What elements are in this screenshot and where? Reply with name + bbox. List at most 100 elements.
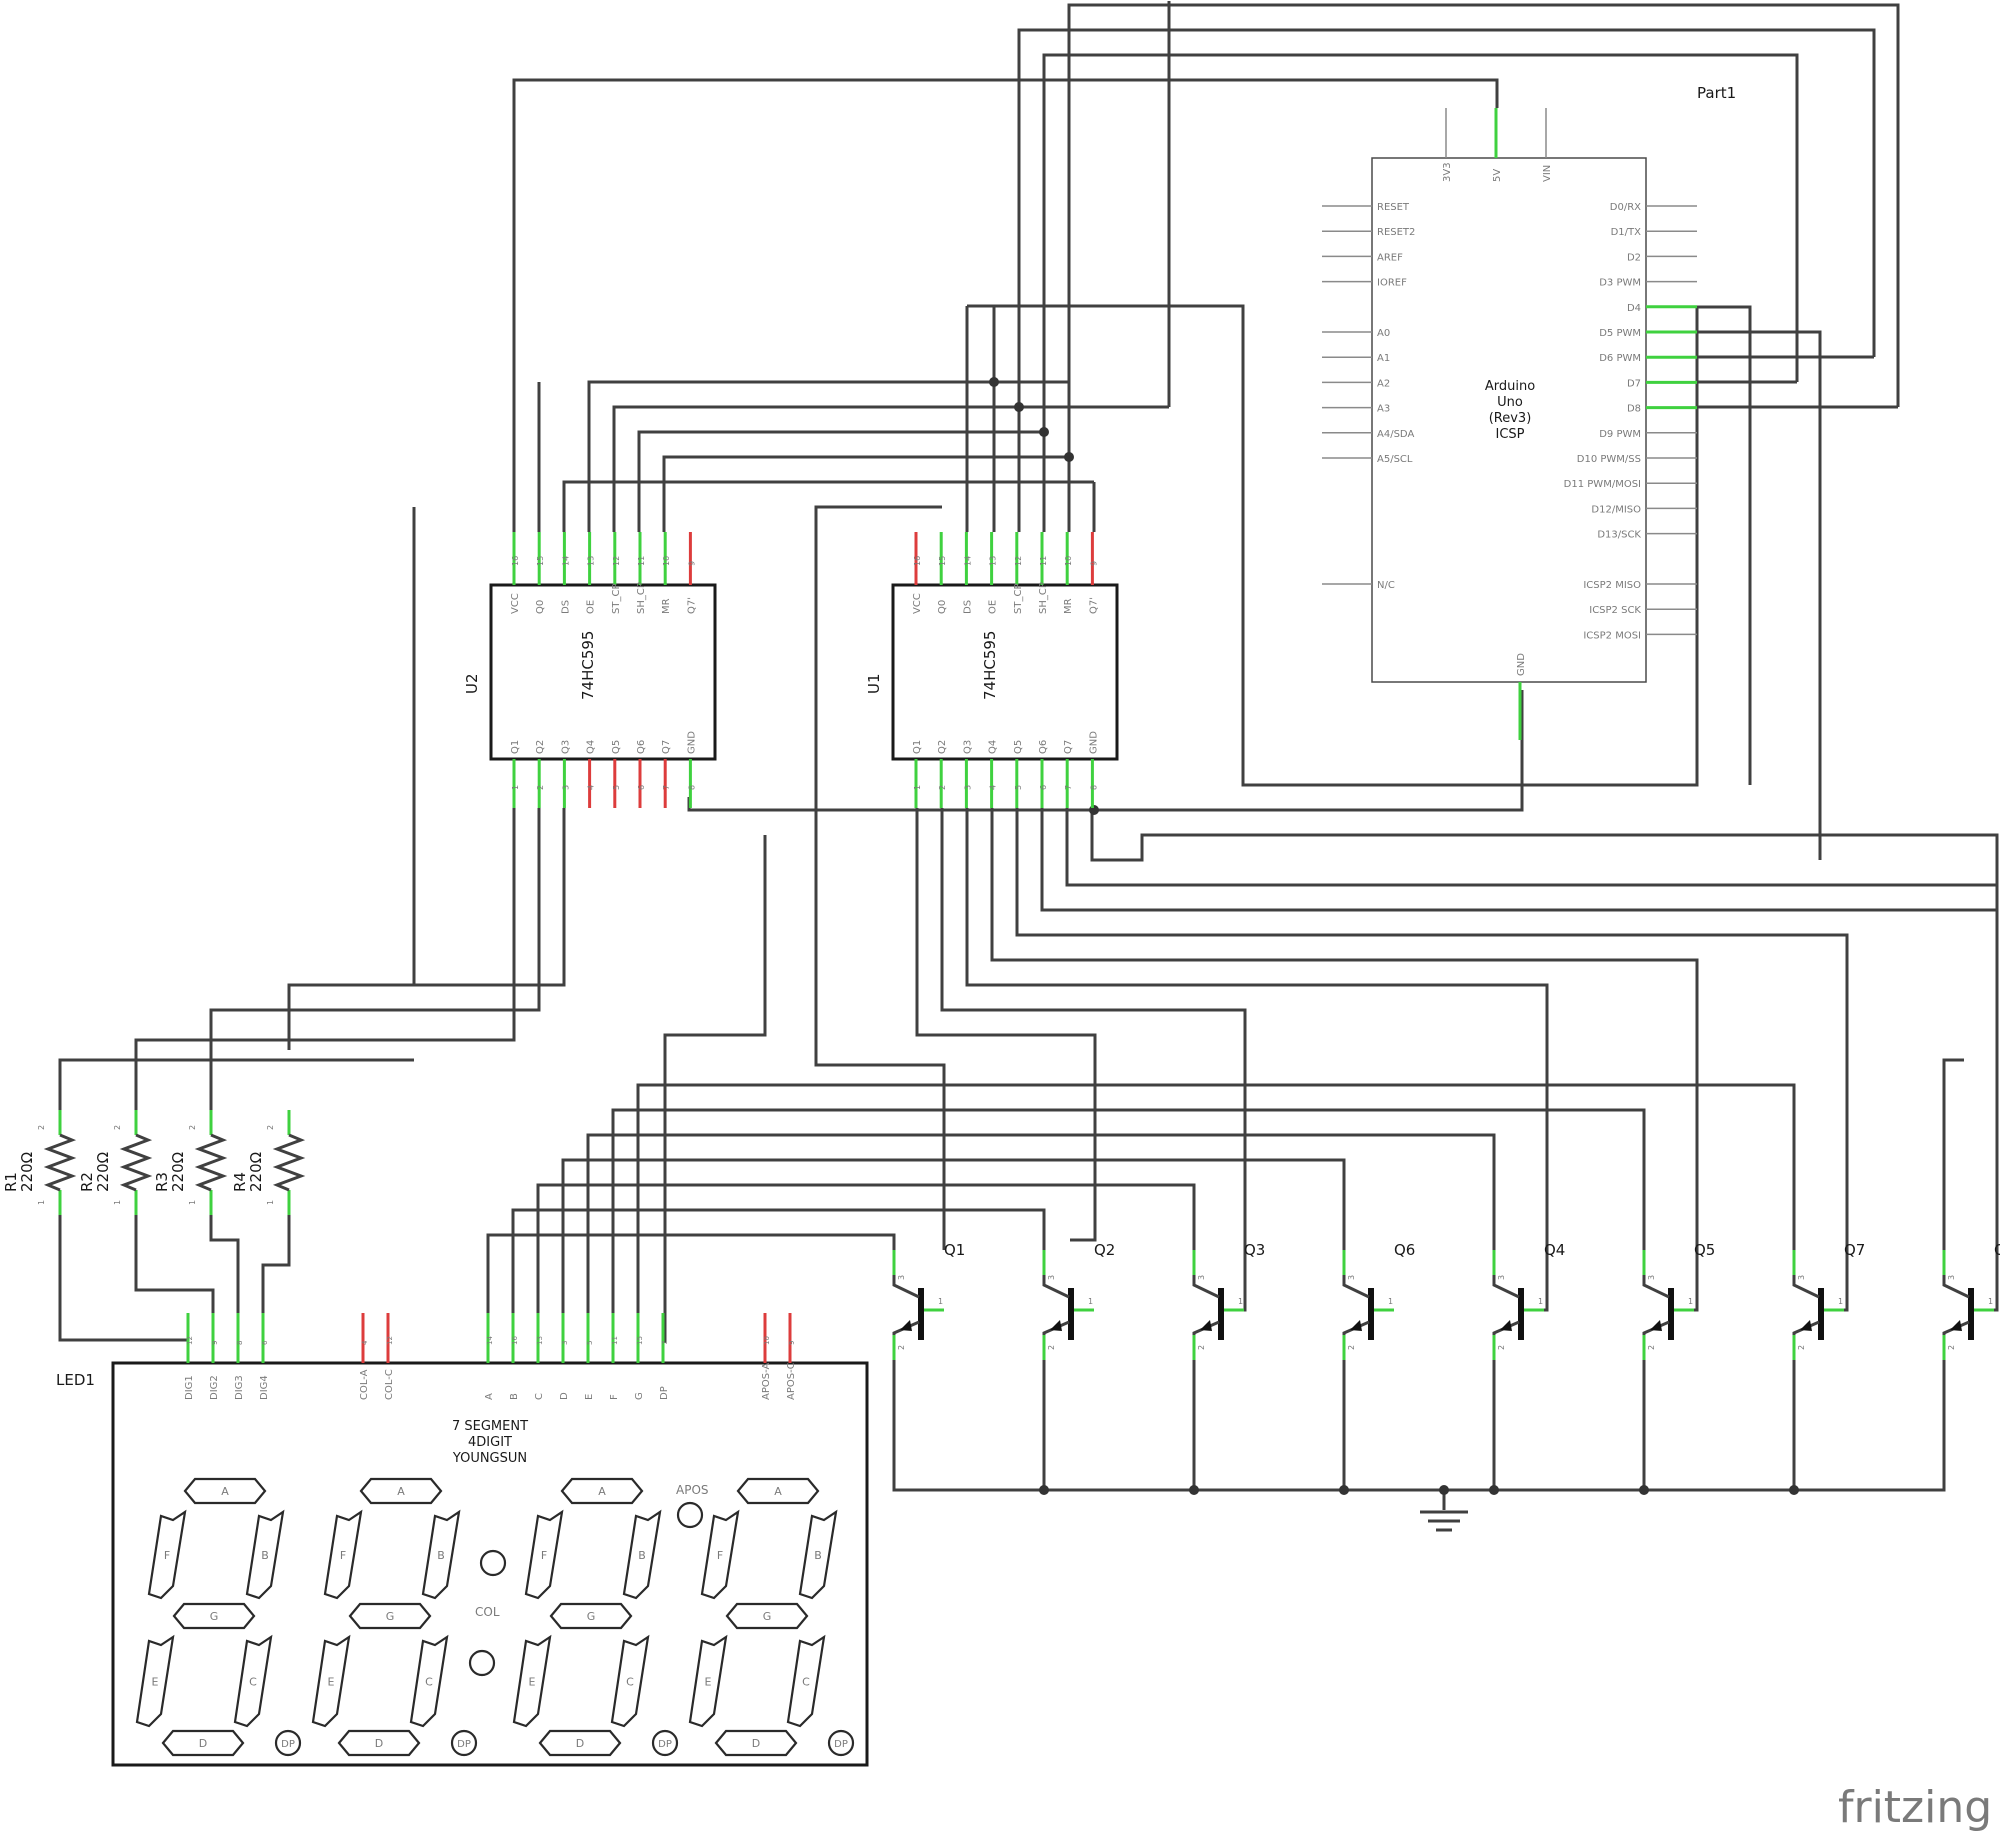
ic-bottom-pin-number: 4 [587, 785, 596, 790]
transistor-pin-number: 2 [1497, 1345, 1506, 1350]
arduino-left-pin-label: RESET2 [1377, 227, 1415, 238]
resistor-value-label: 220Ω [94, 1152, 112, 1192]
ic-top-pin-number: 10 [1064, 556, 1073, 566]
ic-ref-label: U1 [865, 673, 883, 694]
segment-d [538, 1729, 622, 1757]
arduino-right-pin-label: D13/SCK [1597, 530, 1641, 541]
transistor-pin-number: 2 [1797, 1345, 1806, 1350]
resistor-ref-label: R3 [153, 1172, 171, 1192]
ic-bottom-pin-label: Q6 [636, 740, 647, 754]
fritzing-watermark: fritzing [1838, 1782, 1992, 1833]
display-pin-number: 9 [788, 1341, 796, 1345]
arduino-left-pin-label: A3 [1377, 404, 1390, 415]
segment-label: E [328, 1676, 335, 1689]
segment-a [359, 1477, 443, 1505]
ic-top-pin-label: Q7' [686, 597, 697, 614]
segment-label: D [576, 1737, 584, 1750]
resistor-pin-number: 2 [37, 1125, 46, 1130]
ic-bottom-pin-number: 8 [1089, 785, 1098, 790]
arduino-left-pin-label: AREF [1377, 252, 1403, 263]
arduino-right-pin-label: D1/TX [1611, 227, 1642, 238]
display-pin-number: 13 [536, 1336, 544, 1345]
segment-label: DP [658, 1739, 672, 1750]
ic-bottom-pin-label: Q1 [912, 740, 923, 754]
segment-dp [450, 1729, 478, 1757]
arduino-right-pin-label: D10 PWM/SS [1577, 454, 1641, 465]
display-pins: 12DIG19DIG28DIG36DIG44COL-A12COL-C14A16B… [184, 1313, 797, 1400]
segment-d [714, 1729, 798, 1757]
segment-label: B [638, 1549, 646, 1562]
ic-bottom-pin-label: Q2 [937, 740, 948, 754]
segment-b [421, 1509, 461, 1600]
segment-e [688, 1634, 728, 1728]
segment-label: B [814, 1549, 822, 1562]
transistor-q8[interactable]: 312Q8 [1942, 1241, 2000, 1360]
transistor-pin-number: 1 [1538, 1297, 1543, 1306]
segment-g [348, 1602, 432, 1630]
arduino-left-pin-label: A2 [1377, 378, 1390, 389]
ic-bottom-pin-label: GND [686, 731, 697, 754]
ic-top-pin-label: SH_CP [1038, 582, 1049, 614]
arduino-left-pin-label: RESET [1377, 202, 1410, 213]
segment-dp [827, 1729, 855, 1757]
ic-bottom-pin-label: Q3 [560, 740, 571, 754]
display-title-line: 7 SEGMENT [452, 1419, 528, 1434]
ic-part-label: 74HC595 [981, 631, 999, 700]
segment-c [409, 1634, 449, 1728]
display-pin-label: B [509, 1393, 520, 1400]
display-pin-number: 14 [486, 1336, 494, 1345]
display-pin-label: APOS-C [786, 1362, 797, 1400]
segment-label: G [386, 1610, 395, 1623]
resistor-value-label: 220Ω [18, 1152, 36, 1192]
transistor-pin-number: 2 [1347, 1345, 1356, 1350]
resistor-value-label: 220Ω [169, 1152, 187, 1192]
ic-top-pin-label: DS [962, 600, 973, 614]
display-pin-number: 6 [261, 1340, 269, 1345]
ic-top-pin-number: 9 [687, 561, 696, 566]
segment-label: F [340, 1549, 346, 1562]
segment-e [135, 1634, 175, 1728]
transistor-pin-number: 1 [1688, 1297, 1693, 1306]
apos-label: APOS [676, 1483, 709, 1497]
ic-bottom-pin-number: 2 [536, 785, 545, 790]
ic-top-pin-label: Q7' [1088, 597, 1099, 614]
display-title-line: YOUNGSUN [452, 1451, 527, 1466]
transistor-ref-label: Q1 [944, 1241, 965, 1259]
col-label: COL [475, 1605, 500, 1619]
ic-top-pin-label: VCC [912, 593, 923, 614]
arduino-right-pin-label: D4 [1627, 303, 1641, 314]
transistor-pin-number: 1 [1388, 1297, 1393, 1306]
ic-bottom-pin-number: 3 [561, 785, 570, 790]
ic-bottom-pin-label: Q7 [661, 740, 672, 754]
arduino-left-pin-label: IOREF [1377, 278, 1407, 289]
ic-top-pin-number: 9 [1089, 561, 1098, 566]
arduino-right-pin-label: ICSP2 SCK [1589, 605, 1641, 616]
display-pin-label: COL-A [359, 1369, 370, 1400]
display-title-line: 4DIGIT [468, 1435, 512, 1450]
segment-a [183, 1477, 267, 1505]
arduino-title-line: Arduino [1485, 379, 1535, 394]
display-pin-number: 8 [236, 1341, 244, 1345]
junction-nodes [989, 377, 1799, 1495]
transistor-ref-label: Q2 [1094, 1241, 1115, 1259]
